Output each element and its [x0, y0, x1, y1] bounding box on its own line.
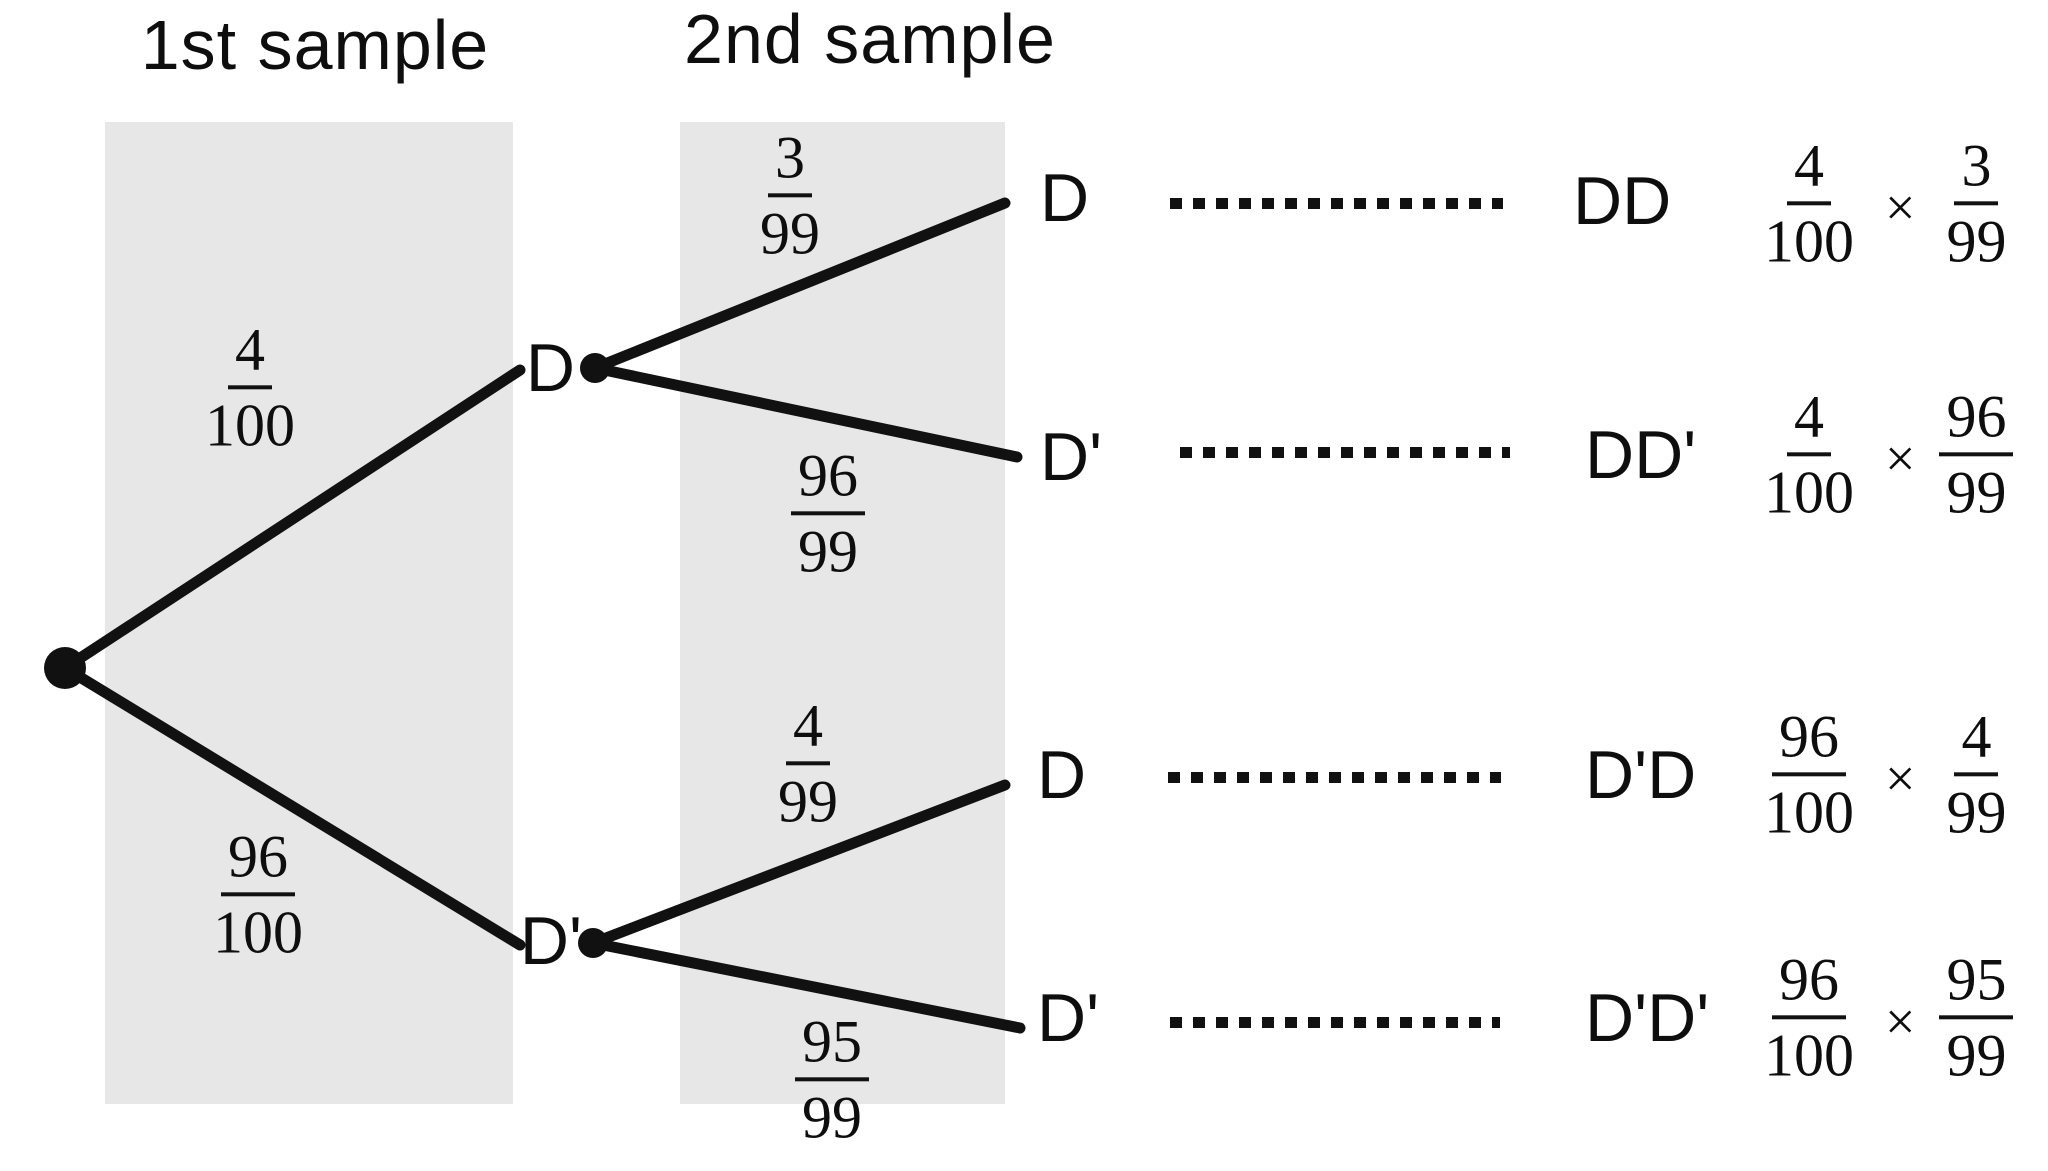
first-sample-title: 1st sample [140, 6, 490, 84]
fraction-denominator: 100 [1764, 459, 1854, 526]
fraction: 96 100 [1757, 706, 1861, 846]
fraction-numerator: 4 [786, 695, 830, 766]
fraction-numerator: 96 [791, 445, 865, 516]
branch-prob-ddprime: 96 99 [791, 445, 865, 582]
outcome-label-dd: DD [1573, 163, 1672, 239]
fraction: 4 99 [771, 695, 845, 835]
dotted-leader-row1 [1170, 198, 1503, 209]
multiplication-sign: × [1885, 991, 1916, 1051]
fraction: 96 99 [1939, 386, 2014, 526]
fraction-numerator: 96 [221, 826, 295, 897]
fraction-numerator: 4 [228, 319, 272, 390]
fraction-numerator: 3 [768, 127, 812, 198]
edge-root-to-dprime [59, 662, 526, 951]
fraction-denominator: 100 [205, 392, 295, 459]
leaf-label-ddprime: D' [1040, 419, 1103, 495]
fraction-denominator: 100 [1764, 208, 1854, 275]
fraction-numerator: 3 [1954, 135, 1999, 206]
edge-d-to-dd [589, 197, 1011, 374]
first-sample-band [105, 122, 513, 1104]
fraction-denominator: 100 [1764, 1022, 1854, 1089]
fraction: 4 99 [1939, 706, 2013, 846]
fraction: 96 100 [206, 826, 310, 966]
fraction-denominator: 99 [778, 768, 838, 835]
node-label-d: D [525, 330, 575, 406]
edge-d-to-ddprime [589, 362, 1023, 463]
fraction-denominator: 99 [798, 518, 858, 585]
edge-root-to-d [59, 364, 526, 674]
outcome-product-ddprime: 4 100 × 96 99 [1757, 386, 2014, 526]
multiplication-sign: × [1885, 748, 1916, 808]
outcome-label-dprimedprime: D'D' [1585, 980, 1710, 1056]
fraction: 4 100 [198, 319, 302, 459]
fraction: 4 100 [1757, 135, 1861, 275]
fraction-denominator: 99 [1946, 1022, 2007, 1089]
branch-prob-d: 4 100 [198, 319, 302, 459]
second-sample-band [680, 122, 1005, 1104]
dotted-leader-row4 [1170, 1017, 1500, 1028]
leaf-label-dd: D [1040, 160, 1090, 236]
fraction-denominator: 100 [1764, 779, 1854, 846]
root-node-dot [44, 647, 86, 689]
outcome-product-dprimed: 96 100 × 4 99 [1757, 706, 2013, 846]
fraction-denominator: 100 [213, 899, 303, 966]
second-sample-title: 2nd sample [684, 0, 1056, 78]
outcome-product-dd: 4 100 × 3 99 [1757, 135, 2013, 275]
outcome-label-dprimed: D'D [1585, 737, 1697, 813]
fraction-numerator: 96 [1772, 949, 1846, 1020]
edge-dprime-to-dprimed [587, 779, 1011, 949]
fraction-denominator: 99 [1946, 779, 2007, 846]
fraction: 95 99 [1939, 949, 2014, 1089]
leaf-label-dprimed: D [1037, 737, 1087, 813]
fraction-numerator: 4 [1787, 135, 1831, 206]
d-node-dot [580, 353, 610, 383]
fraction: 96 100 [1757, 949, 1861, 1089]
fraction-denominator: 99 [1946, 208, 2007, 275]
fraction-numerator: 4 [1787, 386, 1831, 457]
leaf-label-dprimedprime: D' [1037, 980, 1100, 1056]
fraction: 4 100 [1757, 386, 1861, 526]
dotted-leader-row2 [1180, 447, 1510, 458]
edge-dprime-to-dprimedprime [587, 937, 1026, 1034]
branch-prob-dd: 3 99 [753, 127, 827, 267]
multiplication-sign: × [1885, 177, 1916, 237]
fraction-numerator: 95 [1939, 949, 2014, 1020]
fraction-numerator: 96 [1772, 706, 1846, 777]
fraction-numerator: 96 [1939, 386, 2014, 457]
fraction-denominator: 99 [1946, 459, 2007, 526]
dprime-node-dot [578, 928, 608, 958]
multiplication-sign: × [1885, 428, 1916, 488]
branch-prob-dprimed: 4 99 [771, 695, 845, 835]
branch-prob-dprime: 96 100 [206, 826, 310, 966]
fraction-numerator: 95 [795, 1011, 869, 1082]
fraction-numerator: 4 [1954, 706, 1999, 777]
dotted-leader-row3 [1168, 772, 1501, 783]
fraction-denominator: 99 [760, 200, 820, 267]
fraction: 3 99 [1939, 135, 2013, 275]
branch-prob-dprimedprime: 95 99 [795, 1011, 869, 1148]
fraction-denominator: 99 [802, 1084, 862, 1151]
outcome-label-ddprime: DD' [1585, 417, 1697, 493]
node-label-dprime: D' [519, 903, 582, 979]
fraction: 96 99 [791, 445, 865, 582]
outcome-product-dprimedprime: 96 100 × 95 99 [1757, 949, 2014, 1089]
fraction: 95 99 [795, 1011, 869, 1148]
fraction: 3 99 [753, 127, 827, 267]
